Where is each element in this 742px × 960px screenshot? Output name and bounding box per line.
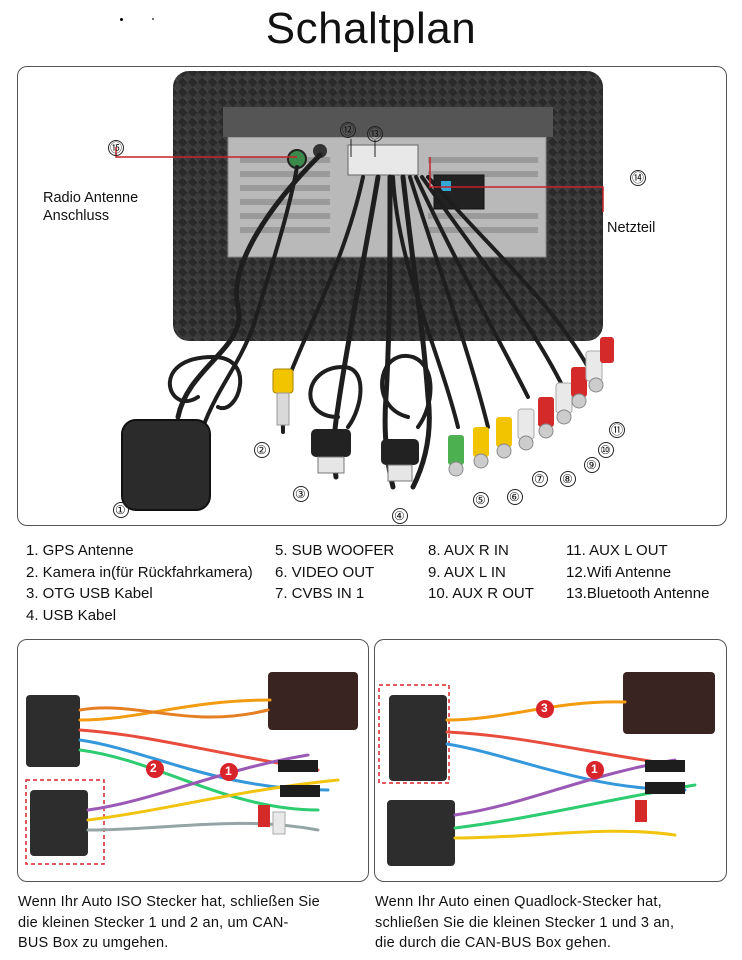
quadlock-harness-photo: 3 1 [374,639,727,882]
iso-harness-illustration [25,672,358,865]
marker-7: ⑦ [534,472,545,486]
canbus-box [268,672,358,730]
legend-item: 6. VIDEO OUT [275,563,375,581]
legend-column-4: 11. AUX L OUT 12.Wifi Antenne 13.Bluetoo… [566,540,709,605]
gps-antenna-module [121,419,211,511]
radio-antenna-label: Radio Antenne Anschluss [43,190,139,224]
legend-column-1: 1. GPS Antenne 2. Kamera in(für Rückfahr… [26,540,253,626]
legend: 1. GPS Antenne 2. Kamera in(für Rückfahr… [0,540,742,630]
wiring-diagram [108,71,646,524]
legend-item: 11. AUX L OUT [566,542,668,559]
legend-item: 8. AUX R IN [428,542,509,559]
iso-harness-photo: 2 1 [17,639,369,882]
stray-dot [120,18,123,21]
legend-column-2: 5. SUB WOOFER 6. VIDEO OUT 7. CVBS IN 1 [275,540,394,605]
marker-1: ① [115,503,126,517]
marker-12: ⑫ [342,123,355,137]
canbus-box [623,672,715,734]
rca-connectors [448,337,614,477]
legend-item: 4. USB Kabel [26,606,117,624]
connector-marker: 1 [591,762,598,776]
marker-8: ⑧ [562,472,573,486]
legend-column-3: 8. AUX R IN 9. AUX L IN 10. AUX R OUT [428,540,534,605]
connector-marker: 1 [225,764,232,778]
marker-15: ⑮ [110,141,123,155]
legend-item: 5. SUB WOOFER [275,542,395,559]
legend-item: 10. AUX R OUT [428,585,534,603]
connector-marker: 3 [541,701,548,715]
caption-iso: Wenn Ihr Auto ISO Stecker hat, schließen… [18,894,320,951]
marker-9: ⑨ [586,458,597,472]
power-label: Netzteil [607,220,656,236]
connector-marker: 2 [150,761,157,775]
stray-dot [152,18,154,20]
caption-quadlock: Wenn Ihr Auto einen Quadlock-Stecker hat… [375,894,675,951]
marker-11: ⑪ [611,423,624,437]
iso-connector-bottom [30,790,88,856]
page-title: Schaltplan [265,4,477,53]
quadlock-harness-illustration [378,672,715,866]
marker-2: ② [256,443,267,457]
marker-4: ④ [394,509,405,523]
legend-item: 13.Bluetooth Antenne [566,585,710,603]
marker-3: ③ [295,487,306,501]
wiring-diagram-panel: ⑮ ⑫ ⑬ ⑭ ① ② ③ ④ ⑤ ⑥ ⑦ ⑧ ⑨ ⑩ ⑪ Radio Ante… [17,66,727,526]
marker-6: ⑥ [509,490,520,504]
marker-13: ⑬ [369,127,382,141]
iso-connector [387,800,455,866]
iso-connector-top [26,695,80,767]
legend-item: 12.Wifi Antenne [566,563,672,581]
marker-5: ⑤ [475,493,486,507]
legend-item: 2. Kamera in(für Rückfahrkamera) [26,563,253,581]
legend-item: 3. OTG USB Kabel [26,585,153,603]
legend-item: 9. AUX L IN [428,563,506,581]
legend-item: 7. CVBS IN 1 [275,585,365,603]
legend-item: 1. GPS Antenne [26,542,134,559]
quadlock-connector [389,695,447,781]
marker-10: ⑩ [600,443,611,457]
marker-14: ⑭ [632,171,645,185]
